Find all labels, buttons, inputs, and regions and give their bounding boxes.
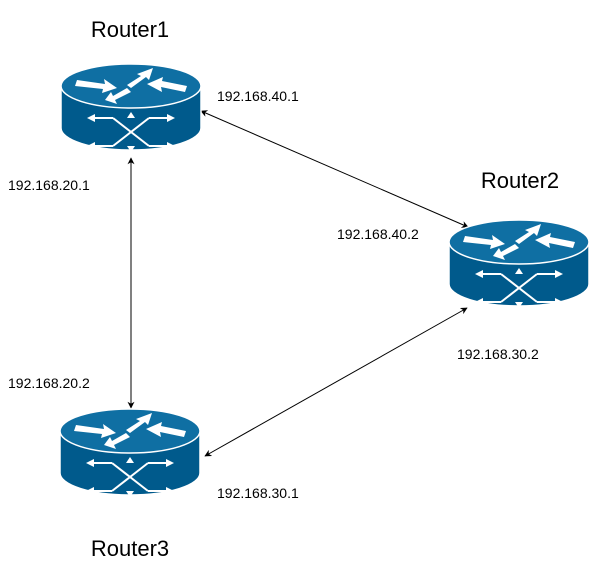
router1-label: Router1 bbox=[91, 17, 169, 42]
router1-node[interactable]: Router1 bbox=[60, 17, 202, 153]
ip-label: 192.168.30.2 bbox=[457, 346, 539, 362]
router2-label: Router2 bbox=[481, 168, 559, 193]
router-icon bbox=[448, 219, 590, 309]
link-router3-router2 bbox=[204, 307, 468, 457]
router3-node[interactable]: Router3 bbox=[59, 408, 201, 561]
router-icon bbox=[60, 63, 202, 153]
router3-label: Router3 bbox=[91, 536, 169, 561]
router-icon bbox=[59, 408, 201, 498]
router2-node[interactable]: Router2 bbox=[448, 168, 590, 309]
ip-label: 192.168.30.1 bbox=[217, 485, 299, 501]
ip-label: 192.168.40.2 bbox=[337, 226, 419, 242]
ip-label: 192.168.40.1 bbox=[217, 88, 299, 104]
link-router1-router2 bbox=[200, 110, 469, 228]
ip-label: 192.168.20.2 bbox=[8, 375, 90, 391]
ip-label: 192.168.20.1 bbox=[8, 177, 90, 193]
